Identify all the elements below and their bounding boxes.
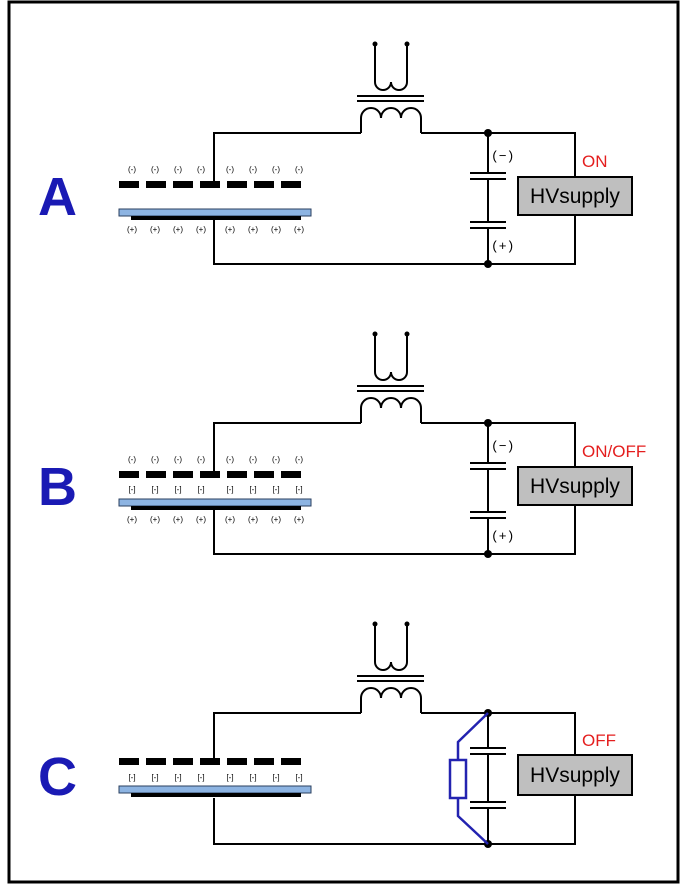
transformer [357,331,424,423]
charge-label: [-] [272,485,279,494]
capacitor-bottom [470,221,506,229]
transformer [357,41,424,133]
bottom-charges: (+) (+) (+) (+) (+) (+) (+) (+) [127,515,304,524]
supply-status: ON [582,152,608,171]
hv-supply-box [517,754,633,796]
charge-label: (+) [127,225,137,234]
hv-supply-box [517,176,633,216]
top-electrode [119,758,301,765]
charge-label: [-] [174,485,181,494]
charge-label: (+) [150,515,160,524]
charge-label: (+) [127,515,137,524]
charge-label: (+) [225,225,235,234]
panel-a: A (−) (+) HVs [38,41,633,268]
panel-label: C [38,747,77,807]
hv-supply-label: HVsupply [530,764,620,787]
panel-label: A [38,167,77,227]
capacitor-bottom [470,801,506,809]
bottom-electrode [131,793,301,797]
discharge-resistor [448,712,489,845]
charge-label: (-) [151,455,159,464]
charge-label: (-) [174,455,182,464]
charge-label: (-) [128,455,136,464]
charge-label: (-) [197,165,205,174]
charge-label: (-) [174,165,182,174]
charge-label: (-) [226,455,234,464]
charge-label: (-) [249,165,257,174]
capacitor-top-polarity: (−) [491,149,514,164]
capacitor-top [470,462,506,470]
charge-label: (-) [295,455,303,464]
charge-label: (+) [196,225,206,234]
hv-supply-box [517,466,633,506]
charge-label: (+) [294,225,304,234]
panel-label: B [38,457,77,517]
hv-supply-label: HVsupply [530,185,620,208]
charge-label: [-] [226,773,233,782]
charge-label: (+) [248,515,258,524]
charge-label: [-] [197,773,204,782]
top-charges: (-) (-) (-) (-) (-) (-) (-) (-) [128,165,303,174]
capacitor-bottom-polarity: (+) [491,239,514,254]
charge-label: [-] [151,773,158,782]
capacitor-top-polarity: (−) [491,439,514,454]
outer-frame [7,0,680,884]
charge-label: (-) [128,165,136,174]
charge-label: (-) [226,165,234,174]
bottom-charges: (+) (+) (+) (+) (+) (+) (+) (+) [127,225,304,234]
mid-charges: [-] [-] [-] [-] [-] [-] [-] [-] [128,485,302,494]
charge-label: (+) [271,515,281,524]
capacitor-top [470,172,506,180]
supply-status: ON/OFF [582,442,646,461]
dielectric-layer [118,498,312,507]
charge-label: [-] [174,773,181,782]
charge-label: (-) [272,165,280,174]
charge-label: (-) [197,455,205,464]
panel-b: B (−) (+) HVs [38,331,646,558]
charge-label: [-] [197,485,204,494]
circuit-wires [213,709,576,848]
hv-supply-label: HVsupply [530,475,620,498]
charge-label: [-] [128,485,135,494]
bottom-electrode [131,506,301,510]
charge-label: [-] [249,773,256,782]
top-electrode [119,471,301,478]
charge-label: (+) [150,225,160,234]
panel-c: C [38,621,633,848]
charge-label: (+) [248,225,258,234]
supply-status: OFF [582,731,616,750]
charge-label: (+) [294,515,304,524]
charge-label: (+) [173,225,183,234]
charge-label: [-] [295,773,302,782]
mid-charges: [-] [-] [-] [-] [-] [-] [-] [-] [128,773,302,782]
charge-label: [-] [128,773,135,782]
capacitor-top [470,747,506,755]
bottom-electrode [131,216,301,220]
capacitor-bottom-polarity: (+) [491,529,514,544]
charge-label: [-] [249,485,256,494]
charge-label: (-) [249,455,257,464]
dielectric-layer [118,785,312,794]
charge-label: (+) [196,515,206,524]
circuit-wires [213,129,576,268]
charge-label: [-] [151,485,158,494]
charge-label: [-] [272,773,279,782]
dielectric-layer [118,208,312,217]
charge-label: [-] [295,485,302,494]
capacitor-bottom [470,511,506,519]
charge-label: (-) [151,165,159,174]
charge-label: (+) [225,515,235,524]
charge-label: (-) [295,165,303,174]
circuit-wires [213,419,576,558]
charge-label: (+) [173,515,183,524]
charge-label: (-) [272,455,280,464]
top-charges: (-) (-) (-) (-) (-) (-) (-) (-) [128,455,303,464]
charge-label: (+) [271,225,281,234]
charge-label: [-] [226,485,233,494]
top-electrode [119,181,301,188]
transformer [357,621,424,713]
